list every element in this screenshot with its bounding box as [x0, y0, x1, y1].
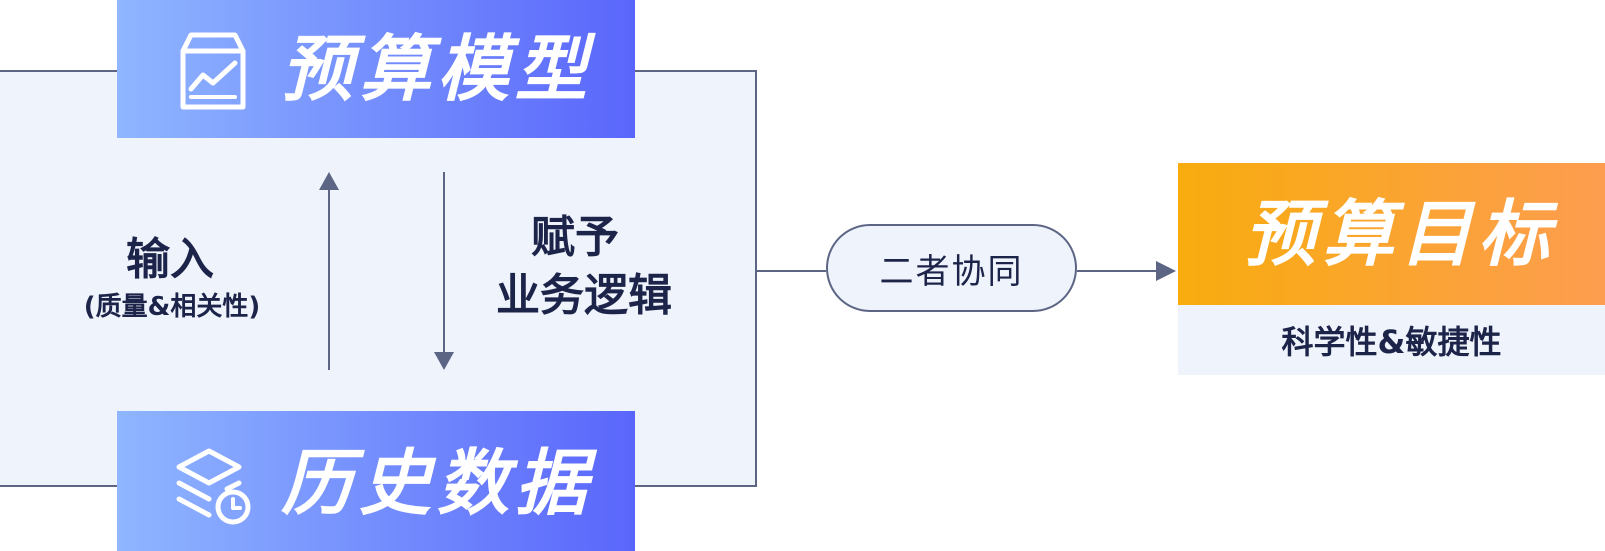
- assign-label: 赋予: [531, 212, 619, 263]
- data-layers-clock-icon: [176, 448, 251, 525]
- collaboration-pill: 二者协同: [826, 224, 1077, 312]
- historical-data-header: 历史数据: [117, 411, 635, 551]
- input-sublabel: (质量&相关性): [83, 292, 261, 322]
- input-label: 输入: [126, 234, 214, 285]
- budget-target-subtitle-box: 科学性&敏捷性: [1178, 305, 1605, 375]
- budget-target-header: 预算目标: [1178, 163, 1605, 305]
- budget-model-header: 预算模型: [117, 0, 635, 138]
- collaboration-label: 二者协同: [879, 251, 1024, 292]
- business-logic-label: 业务逻辑: [496, 270, 672, 321]
- budget-model-title: 预算模型: [281, 27, 594, 111]
- target-arrowhead: [1156, 261, 1176, 281]
- budget-target-subtitle: 科学性&敏捷性: [1281, 323, 1502, 361]
- historical-data-title: 历史数据: [281, 441, 594, 525]
- chart-box-icon: [180, 32, 246, 110]
- budget-target-title: 预算目标: [1244, 192, 1557, 276]
